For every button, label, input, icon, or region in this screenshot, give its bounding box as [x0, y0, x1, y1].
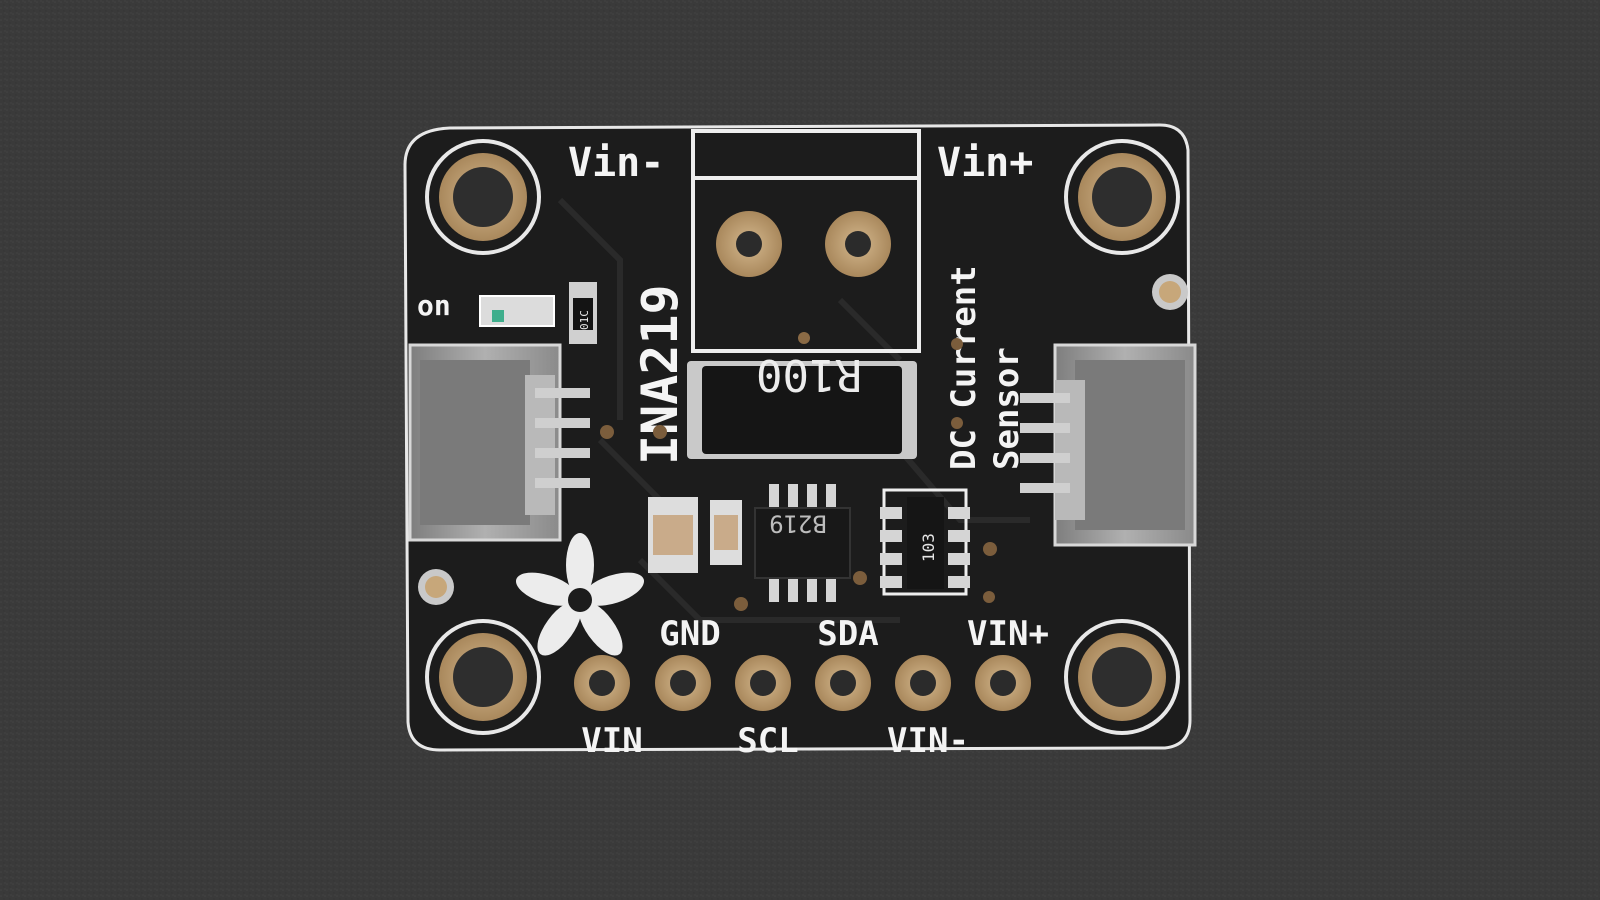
capacitor-large — [648, 497, 698, 573]
header-pin — [895, 655, 951, 711]
resistor-marking: R100 — [756, 349, 862, 400]
vin-minus-top-label: Vin- — [568, 140, 664, 186]
header-label-sda: SDA — [817, 614, 878, 654]
small-resistor-marking: 01C — [578, 310, 591, 330]
header-pin — [735, 655, 791, 711]
terminal-pad-right — [825, 211, 891, 277]
power-led — [479, 295, 555, 327]
small-resistor: 01C — [569, 282, 597, 344]
header-pin — [574, 655, 630, 711]
screw-terminal-footprint — [691, 129, 921, 353]
sensor-label-line1: DC Current — [944, 265, 984, 470]
shunt-resistor: R100 — [687, 349, 917, 459]
stemma-connector-right — [1020, 343, 1197, 547]
capacitor-small — [710, 500, 742, 565]
resistor-network: 103 — [880, 488, 970, 596]
header-label-gnd: GND — [659, 614, 720, 654]
header-pin — [975, 655, 1031, 711]
flower-logo-icon — [515, 533, 645, 656]
header-pin — [815, 655, 871, 711]
mounting-hole-bottom-left — [425, 619, 541, 735]
mounting-hole-bottom-right — [1064, 619, 1180, 735]
sensor-label-line2: Sensor — [987, 347, 1027, 470]
vin-plus-top-label: Vin+ — [937, 140, 1033, 186]
header-label-vin-minus: VIN- — [887, 721, 969, 761]
copper-traces — [557, 197, 1030, 623]
chip-marking: B219 — [769, 509, 827, 537]
stemma-connector-left — [408, 343, 590, 542]
terminal-pad-left — [716, 211, 782, 277]
header-label-vin: VIN — [581, 721, 642, 761]
led-label: on — [417, 289, 451, 322]
pcb-board: Vin- Vin+ INA219 DC Current Sensor R100 … — [403, 123, 1197, 761]
header-label-vin-plus: VIN+ — [967, 614, 1049, 654]
vias — [600, 338, 997, 611]
header-pins — [574, 655, 1031, 711]
mounting-hole-top-right — [1064, 139, 1180, 255]
mounting-hole-top-left — [425, 139, 541, 255]
ina219-chip: B219 — [754, 484, 851, 602]
header-pin — [655, 655, 711, 711]
header-label-scl: SCL — [737, 721, 798, 761]
resistor-network-marking: 103 — [919, 533, 938, 562]
